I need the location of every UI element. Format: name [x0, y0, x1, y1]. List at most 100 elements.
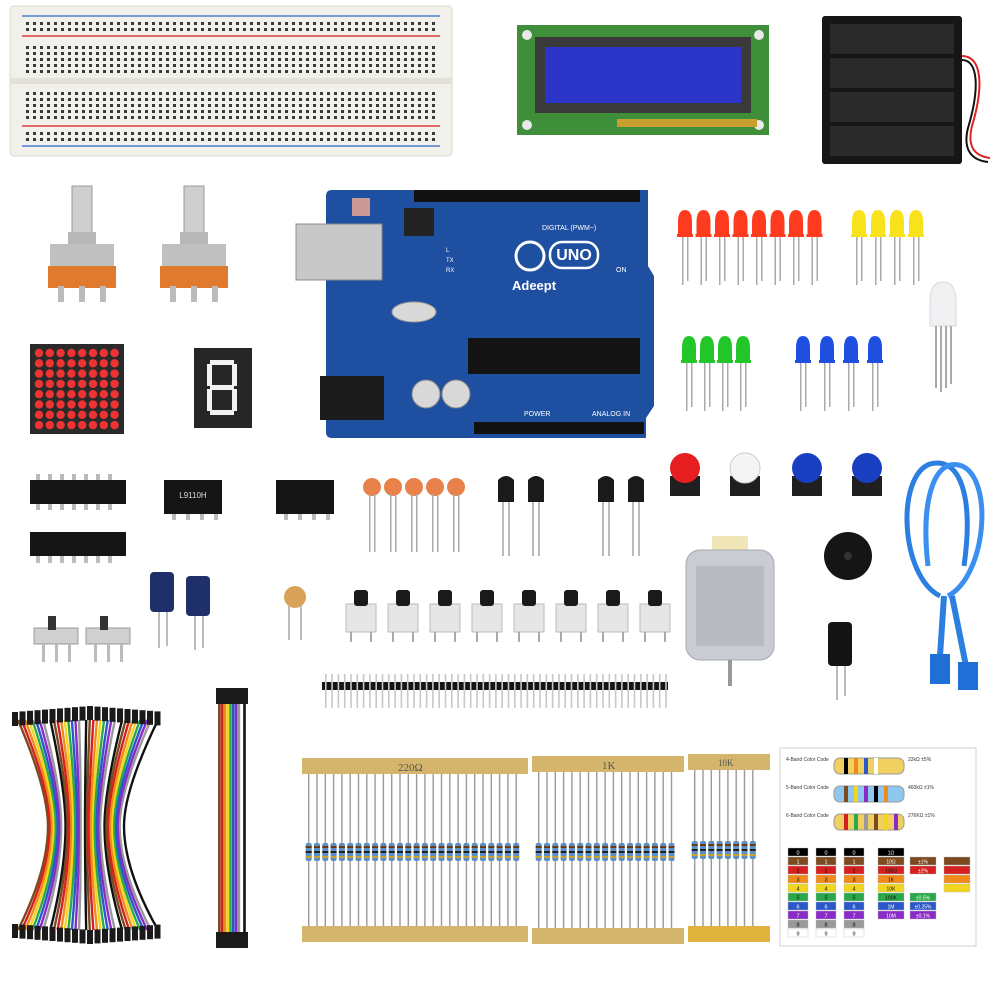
- chart-example: 276KΩ ±1%: [908, 813, 935, 819]
- board-on-label: ON: [616, 267, 627, 274]
- dupont-wires-graphic: [12, 706, 161, 944]
- ic-graphic: [30, 532, 126, 563]
- buzzer: [820, 528, 876, 588]
- chart-digit: 2: [852, 869, 855, 875]
- led-group-blue: [792, 336, 884, 416]
- chart-multiplier: 1K: [888, 878, 895, 884]
- board-brand-label: Adeept: [512, 278, 557, 293]
- chart-multiplier: 100Ω: [885, 869, 897, 875]
- chart-digit: 8: [824, 923, 827, 929]
- resistor-tag: 220Ω: [398, 762, 423, 774]
- ceramic-capacitors: [362, 476, 468, 556]
- chart-digit: 9: [796, 932, 799, 938]
- board-digital-label: DIGITAL (PWM~): [542, 225, 596, 232]
- dupont-wires-bundle: [8, 700, 168, 952]
- tactile-switches-graphic: [345, 590, 671, 642]
- usb-cable: [900, 456, 990, 696]
- chart-digit: 4: [824, 887, 827, 893]
- ic-graphic: [276, 480, 334, 520]
- dupont-wires-small: [212, 686, 252, 950]
- transistors: [492, 472, 652, 560]
- chart-digit: 1: [824, 860, 827, 866]
- seven-segment-graphic: [194, 348, 252, 428]
- tactile-buttons-colored: [666, 450, 886, 504]
- lcd-module: [517, 25, 769, 135]
- blue-leds-graphic: [795, 336, 883, 411]
- ic-chip-2: [30, 526, 126, 564]
- resistor-tag: 1K: [602, 760, 616, 772]
- potentiometer-graphic: [48, 185, 116, 302]
- board-tx-label: TX: [446, 258, 454, 264]
- chart-digit: 3: [852, 878, 855, 884]
- tactile-switches: [340, 586, 671, 644]
- chart-row-label: 5-Band Color Code: [786, 785, 829, 791]
- usb-cable-graphic: [904, 460, 985, 690]
- dc-motor-graphic: [685, 536, 775, 686]
- chart-multiplier: 10M: [886, 914, 896, 920]
- chart-digit: 4: [796, 887, 799, 893]
- breadboard-graphic: [9, 5, 453, 157]
- dot-matrix-display: [30, 344, 124, 434]
- pin-header-graphic: [322, 674, 668, 708]
- dupont-wires-small-graphic: [216, 688, 248, 948]
- led-group-yellow: [848, 210, 924, 290]
- potentiometer-2: [154, 185, 234, 306]
- chart-row-label: 6-Band Color Code: [786, 813, 829, 819]
- chart-multiplier: 1M: [888, 905, 895, 911]
- chart-digit: 2: [796, 869, 799, 875]
- dot-matrix-graphic: [30, 344, 124, 434]
- chart-digit: 7: [852, 914, 855, 920]
- electrolytic-capacitors: [146, 572, 216, 652]
- breadboard: [9, 5, 453, 157]
- lcd-graphic: [517, 25, 769, 135]
- chart-multiplier: 1Ω: [888, 851, 895, 857]
- battery-holder: [822, 16, 992, 164]
- resistor-tape-1k: 1K: [532, 756, 684, 946]
- potentiometer-graphic: [160, 185, 228, 302]
- transistors-graphic: [498, 476, 644, 556]
- resistor-tape-graphic: 10K: [688, 754, 770, 942]
- chart-tolerance: ±1%: [918, 860, 929, 866]
- chart-digit: 6: [852, 905, 855, 911]
- chart-digit: 6: [796, 905, 799, 911]
- resistor-color-chart: 4-Band Color Code 5-Band Color Code 6-Ba…: [779, 747, 977, 947]
- pin-header-strip: [322, 674, 668, 710]
- green-leds-graphic: [681, 336, 751, 411]
- electrolytic-capacitor-large: [826, 622, 862, 702]
- dc-motor: [682, 536, 778, 688]
- chart-digit: 4: [852, 887, 855, 893]
- chart-digit: 5: [824, 896, 827, 902]
- chart-multiplier: 100K: [885, 896, 897, 902]
- chart-digit: 7: [824, 914, 827, 920]
- red-leds-graphic: [677, 210, 823, 285]
- resistor-color-chart-graphic: 4-Band Color Code 5-Band Color Code 6-Ba…: [779, 747, 977, 947]
- board-power-label: POWER: [524, 411, 550, 418]
- chart-multiplier: 10K: [887, 887, 897, 893]
- board-l-label: L: [446, 248, 450, 254]
- chart-tolerance: ±0.5%: [916, 896, 931, 902]
- chart-digit: 9: [852, 932, 855, 938]
- ic-chip-3: [276, 476, 334, 520]
- chart-digit: 6: [824, 905, 827, 911]
- chart-example: 460kΩ ±1%: [908, 785, 934, 791]
- ceramic-capacitors-graphic: [363, 478, 465, 552]
- rgb-led: [926, 281, 960, 394]
- ic-chip-1: [30, 474, 126, 510]
- led-group-red: [674, 210, 828, 290]
- seven-segment-display: [194, 348, 252, 428]
- photoresistor: [280, 584, 310, 644]
- chart-row-label: 4-Band Color Code: [786, 757, 829, 763]
- chart-digit: 5: [852, 896, 855, 902]
- chart-digit: 8: [796, 923, 799, 929]
- battery-holder-graphic: [822, 16, 991, 164]
- colored-buttons-graphic: [670, 452, 882, 496]
- chart-multiplier: 10Ω: [886, 860, 896, 866]
- resistor-tape-graphic: 1K: [532, 756, 684, 944]
- chart-digit: 0: [796, 851, 799, 857]
- electrolytic-capacitor-graphic: [828, 622, 852, 700]
- resistor-tape-220: 220Ω: [302, 758, 528, 944]
- ic-graphic: [30, 474, 126, 510]
- ic-marking: L9110H: [179, 491, 207, 500]
- resistor-tape-graphic: 220Ω: [302, 758, 528, 942]
- slide-switches-graphic: [33, 616, 131, 662]
